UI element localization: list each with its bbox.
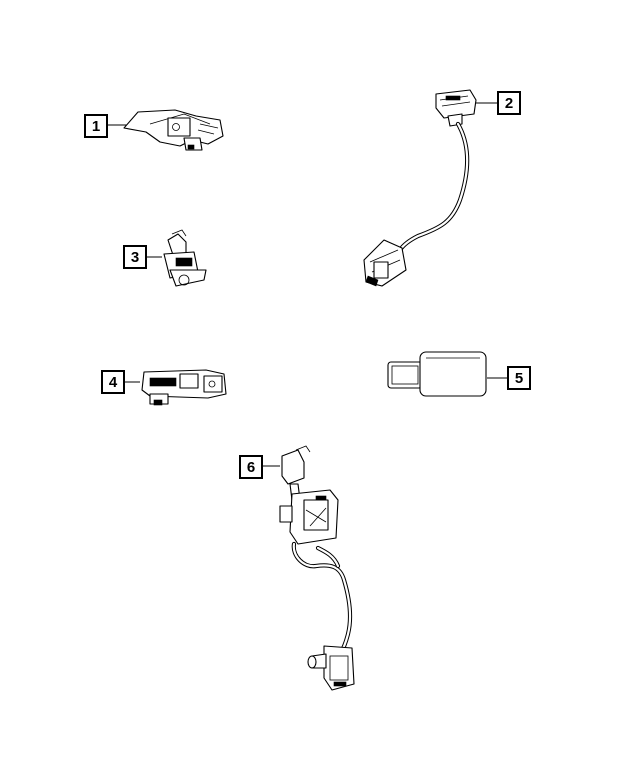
part-3-actuator (147, 229, 207, 287)
callout-6: 6 (239, 455, 263, 479)
callout-3: 3 (123, 245, 147, 269)
part-2-sensor-cable (363, 89, 497, 287)
part-6-module-harness (263, 445, 355, 691)
part-1-bracket-latch (107, 109, 224, 151)
callout-1: 1 (84, 114, 108, 138)
callout-4: 4 (101, 370, 125, 394)
part-4-switch-strip (125, 369, 227, 406)
callout-2: 2 (497, 91, 521, 115)
callout-5: 5 (507, 366, 531, 390)
part-5-key-fob (387, 351, 507, 397)
